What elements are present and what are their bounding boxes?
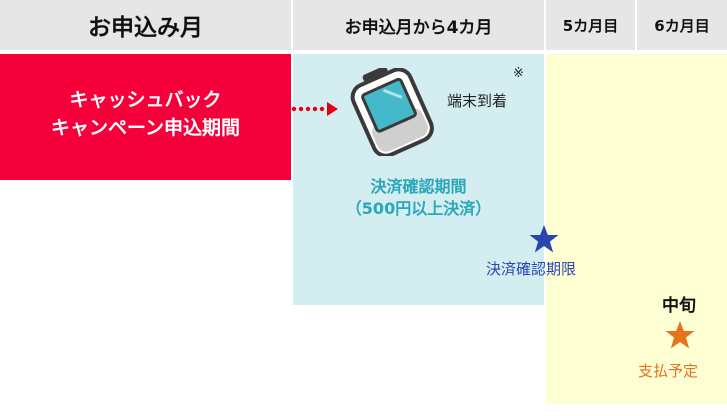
campaign-line-2: キャンペーン申込期間	[50, 117, 241, 139]
header-month-6: 6カ月目	[637, 0, 727, 50]
campaign-line-1: キャッシュバック	[69, 89, 222, 111]
header-apply-month: お申込み月	[0, 0, 291, 50]
confirmation-line-1: 決済確認期間	[370, 177, 467, 196]
payment-period-block	[546, 54, 727, 404]
confirmation-period-label: 決済確認期間 （500円以上決済）	[293, 176, 544, 220]
campaign-period-block	[0, 54, 291, 180]
header-month-5: 5カ月目	[546, 0, 635, 50]
confirmation-line-2: （500円以上決済）	[345, 199, 492, 218]
terminal-arrival-label: 端末到着	[447, 92, 508, 110]
header-four-months: お申込月から4カ月	[293, 0, 544, 50]
campaign-period-label: キャッシュバック キャンペーン申込期間	[0, 86, 291, 142]
dotted-arrow-icon	[291, 102, 338, 116]
note-mark: ※	[513, 66, 524, 81]
payment-star-icon	[665, 321, 695, 349]
deadline-star-icon	[529, 225, 559, 253]
confirmation-deadline-label: 決済確認期限	[486, 260, 577, 278]
payment-scheduled-label: 支払予定	[638, 362, 699, 380]
payment-timing-label: 中旬	[662, 296, 696, 316]
payment-terminal-icon	[350, 68, 434, 156]
